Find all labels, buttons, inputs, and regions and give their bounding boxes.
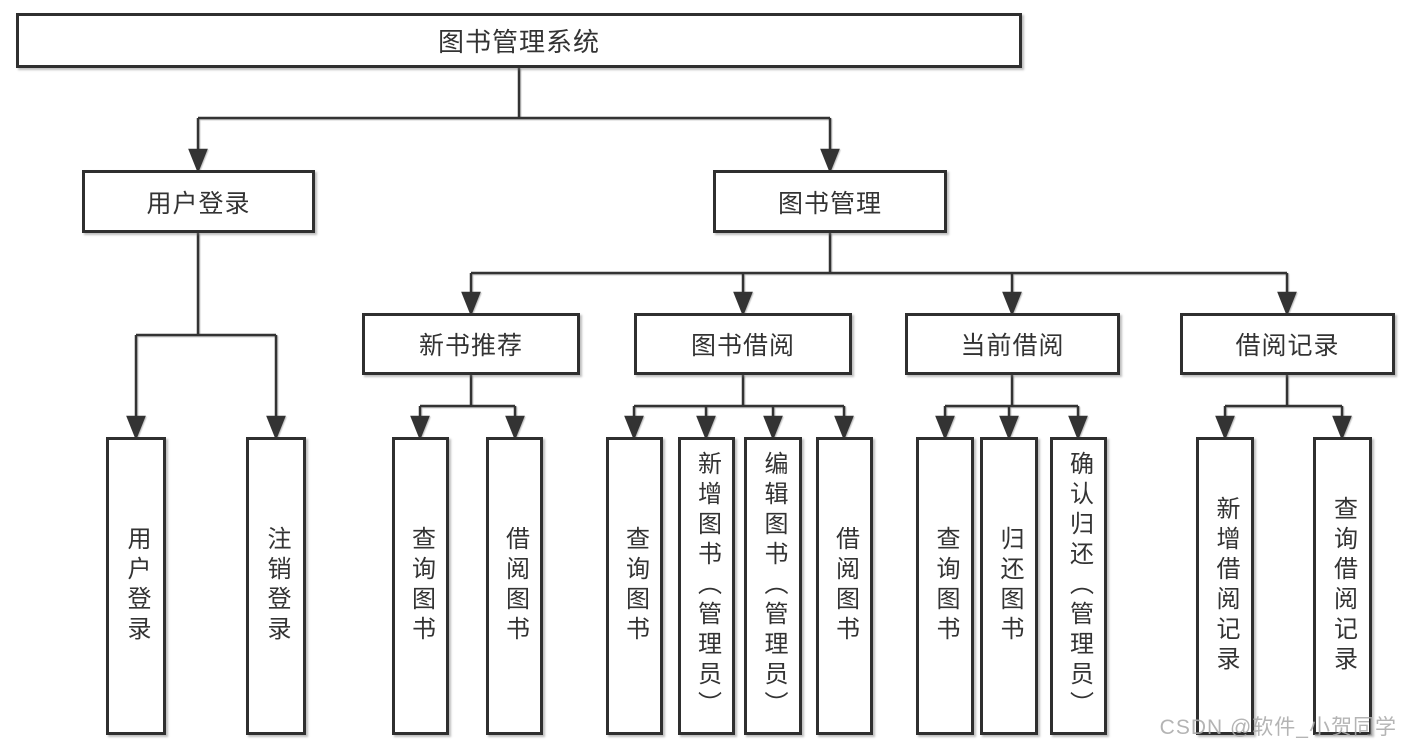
leaf-current-query-books: 查询图书 bbox=[916, 437, 974, 735]
leaf-recommend-query-books-label: 查询图书 bbox=[407, 526, 435, 646]
leaf-user-login-label: 用户登录 bbox=[123, 526, 150, 646]
node-current-borrow: 当前借阅 bbox=[905, 313, 1120, 375]
leaf-add-borrow-record: 新增借阅记录 bbox=[1196, 437, 1254, 735]
connector-new-book-recommend-to-leaves bbox=[410, 375, 525, 441]
node-user-login: 用户登录 bbox=[82, 170, 315, 233]
leaf-query-borrow-record-label: 查询借阅记录 bbox=[1329, 496, 1357, 676]
leaf-borrow-query-books: 查询图书 bbox=[606, 437, 663, 735]
connector-root-to-level1 bbox=[188, 68, 840, 174]
node-book-borrow: 图书借阅 bbox=[634, 313, 852, 375]
leaf-logout: 注销登录 bbox=[246, 437, 306, 735]
leaf-query-borrow-record: 查询借阅记录 bbox=[1313, 437, 1372, 735]
leaf-recommend-query-books: 查询图书 bbox=[392, 437, 449, 735]
node-borrow-record: 借阅记录 bbox=[1180, 313, 1395, 375]
node-book-management: 图书管理 bbox=[713, 170, 947, 233]
node-root-system: 图书管理系统 bbox=[16, 13, 1022, 68]
connector-book-management-to-level2 bbox=[461, 233, 1297, 317]
node-new-book-recommend: 新书推荐 bbox=[362, 313, 580, 375]
connector-borrow-record-to-leaves bbox=[1215, 375, 1352, 441]
leaf-edit-book-admin: 编辑图书（管理员） bbox=[744, 437, 802, 735]
leaf-confirm-return-admin-label: 确认归还（管理员） bbox=[1065, 451, 1093, 721]
leaf-edit-book-admin-label: 编辑图书（管理员） bbox=[760, 451, 787, 721]
leaf-borrow-borrow-books-label: 借阅图书 bbox=[831, 526, 859, 646]
connector-current-borrow-to-leaves bbox=[935, 375, 1088, 441]
leaf-user-login: 用户登录 bbox=[106, 437, 166, 735]
leaf-current-query-books-label: 查询图书 bbox=[932, 526, 959, 646]
leaf-logout-label: 注销登录 bbox=[263, 526, 290, 646]
leaf-confirm-return-admin: 确认归还（管理员） bbox=[1050, 437, 1107, 735]
leaf-borrow-query-books-label: 查询图书 bbox=[621, 526, 649, 646]
leaf-add-book-admin-label: 新增图书（管理员） bbox=[693, 451, 721, 721]
leaf-return-book-label: 归还图书 bbox=[996, 526, 1023, 646]
watermark: CSDN @软件_小贺同学 bbox=[1159, 716, 1397, 739]
leaf-return-book: 归还图书 bbox=[980, 437, 1038, 735]
leaf-add-book-admin: 新增图书（管理员） bbox=[678, 437, 735, 735]
leaf-borrow-borrow-books: 借阅图书 bbox=[816, 437, 873, 735]
connector-user-login-to-leaves bbox=[126, 233, 286, 441]
leaf-recommend-borrow-books-label: 借阅图书 bbox=[501, 526, 529, 646]
leaf-add-borrow-record-label: 新增借阅记录 bbox=[1212, 496, 1239, 676]
leaf-recommend-borrow-books: 借阅图书 bbox=[486, 437, 543, 735]
connector-book-borrow-to-leaves bbox=[624, 375, 854, 441]
